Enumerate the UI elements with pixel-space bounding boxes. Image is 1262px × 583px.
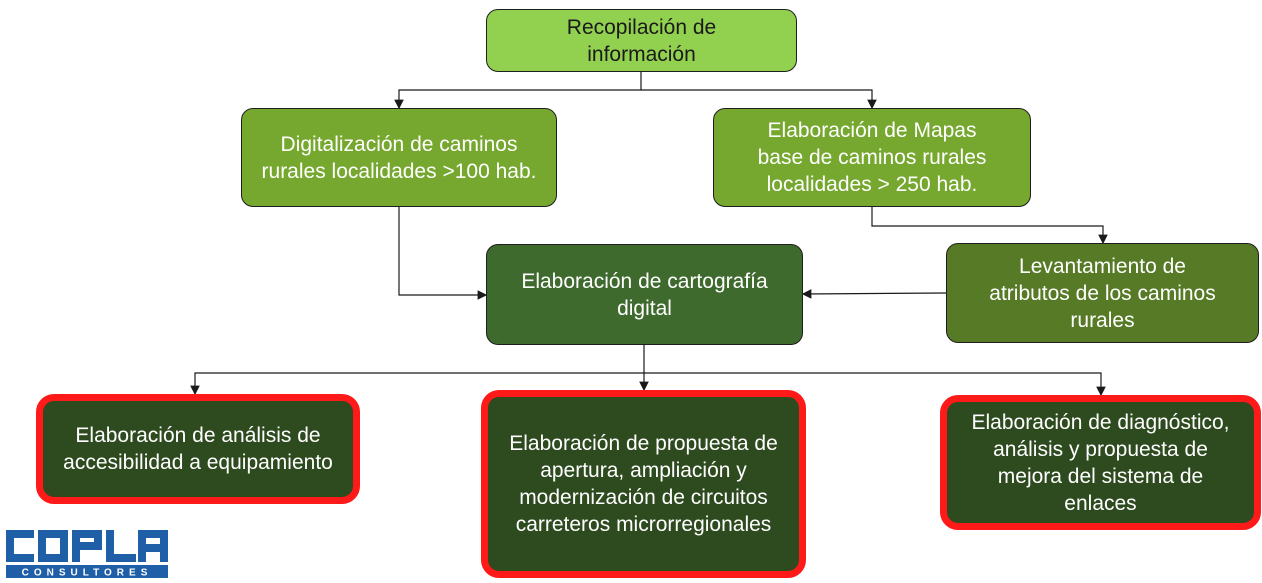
node-propuesta-label: Elaboración de propuesta de apertura, am… (509, 432, 778, 536)
edge-cartografia-diagnostico (644, 372, 1106, 397)
node-digitalizacion-label: Digitalización de caminos rurales locali… (261, 132, 537, 183)
node-diagnostico-label: Elaboración de diagnóstico, análisis y p… (971, 410, 1230, 515)
node-cartografia: Elaboración de cartografía digital (486, 244, 803, 345)
node-accesibilidad-label: Elaboración de análisis de accesibilidad… (63, 424, 333, 474)
node-recopilacion: Recopilación de información (486, 9, 797, 72)
node-propuesta: Elaboración de propuesta de apertura, am… (481, 390, 806, 578)
node-mapas: Elaboración de Mapas base de caminos rur… (713, 108, 1031, 207)
copla-logo: CONSULTORES (4, 528, 170, 579)
node-accesibilidad: Elaboración de análisis de accesibilidad… (36, 394, 360, 504)
node-levantamiento: Levantamiento de atributos de los camino… (946, 243, 1259, 343)
node-digitalizacion: Digitalización de caminos rurales locali… (241, 108, 557, 207)
edge-root-mapas (641, 89, 877, 110)
node-mapas-label: Elaboración de Mapas base de caminos rur… (757, 119, 987, 196)
edge-root-digitalizacion (394, 72, 642, 110)
edge-cartografia-accesibilidad (190, 345, 645, 396)
node-recopilacion-label: Recopilación de información (566, 15, 717, 66)
node-cartografia-label: Elaboración de cartografía digital (521, 269, 768, 320)
node-levantamiento-label: Levantamiento de atributos de los camino… (989, 254, 1216, 332)
copla-logo-subtitle: CONSULTORES (22, 568, 153, 579)
node-diagnostico: Elaboración de diagnóstico, análisis y p… (940, 395, 1261, 530)
edge-digitalizacion-cartografia (398, 207, 488, 300)
edge-levantamiento-cartografia (801, 289, 947, 299)
edge-mapas-levantamiento (871, 207, 1108, 245)
copla-logo-graphic: CONSULTORES (6, 530, 168, 579)
